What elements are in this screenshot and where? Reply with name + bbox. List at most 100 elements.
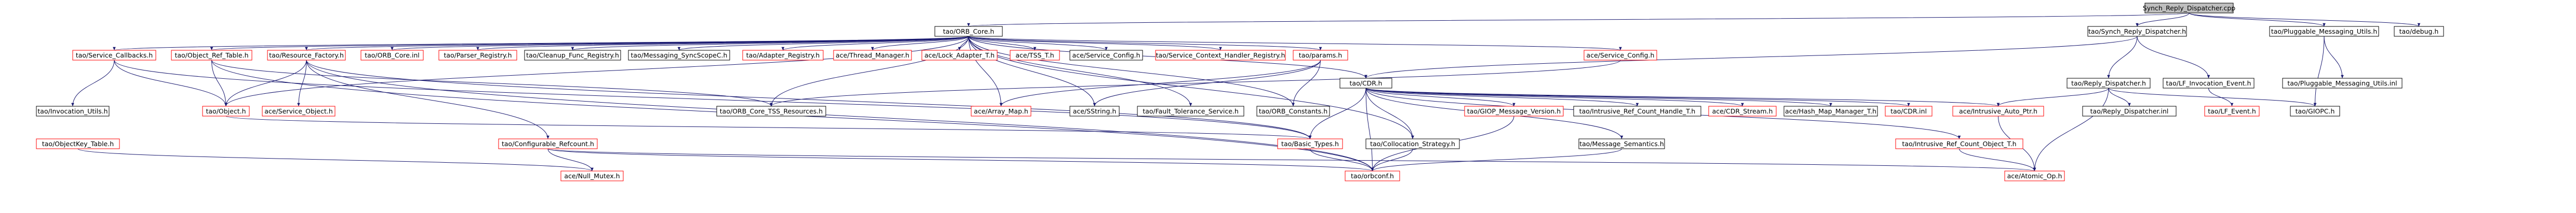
node-object-ref-table-h[interactable]: tao/Object_Ref_Table.h: [171, 50, 252, 61]
node-objectkey-table-h[interactable]: tao/ObjectKey_Table.h: [36, 138, 120, 149]
node-giop-message-version-h[interactable]: tao/GIOP_Message_Version.h: [1464, 106, 1564, 117]
node-box: [498, 138, 598, 149]
node-orbconf-h[interactable]: tao/orbconf.h: [1345, 171, 1400, 181]
node-box: [1952, 106, 2044, 117]
edge-orb-core-h-to-sstring-h: [968, 36, 1096, 107]
node-box: [524, 50, 621, 61]
node-messaging-syncscope-h[interactable]: tao/Messaging_SyncScopeC.h: [628, 50, 730, 61]
node-label: tao/ORB_Core_TSS_Resources.h: [720, 107, 823, 115]
node-intrusive-ref-count-object-t-h[interactable]: tao/Intrusive_Ref_Count_Object_T.h: [1895, 138, 2023, 149]
edge-intrusive-ref-count-object-t-h-to-atomic-op-h: [1959, 148, 2036, 172]
node-array-map-h[interactable]: ace/Array_Map.h: [971, 106, 1031, 117]
node-box: [267, 50, 346, 61]
node-service-context-handler-registry-h[interactable]: tao/Service_Context_Handler_Registry.h: [1155, 50, 1286, 61]
node-params-h[interactable]: tao/params.h: [1293, 50, 1348, 61]
node-intrusive-ref-count-handle-t-h[interactable]: tao/Intrusive_Ref_Count_Handle_T.h: [1573, 106, 1701, 117]
node-reply-dispatcher-i[interactable]: tao/Reply_Dispatcher.inl: [2082, 106, 2177, 117]
node-service-config-h-ace1[interactable]: ace/Service_Config.h: [1069, 50, 1143, 61]
edge-objectkey-table-h-to-null-mutex-h: [77, 148, 594, 172]
edge-collocation-strategy-h-to-orbconf-h: [1371, 148, 1413, 172]
node-label: tao/Pluggable_Messaging_Utils.h: [2271, 27, 2377, 35]
node-atomic-op-h[interactable]: ace/Atomic_Op.h: [2004, 171, 2065, 181]
edge-cdr-h-to-intrusive-ref-count-handle-t-h: [1365, 88, 1639, 107]
node-box: [971, 106, 1031, 117]
node-box: [934, 26, 1003, 37]
node-debug-h[interactable]: tao/debug.h: [2394, 26, 2444, 37]
node-null-mutex-h[interactable]: ace/Null_Mutex.h: [560, 171, 624, 181]
node-label: tao/Resource_Factory.h: [269, 51, 344, 59]
node-thread-manager-h[interactable]: ace/Thread_Manager.h: [833, 50, 912, 61]
node-giopc-h[interactable]: tao/GIOPC.h: [2290, 106, 2340, 117]
edge-configurable-refcount-h-to-null-mutex-h: [547, 148, 594, 172]
edge-orb-core-h-to-parser-registry-h: [476, 36, 969, 51]
node-box: [1885, 106, 1933, 117]
node-sstring-h[interactable]: ace/SString.h: [1069, 106, 1120, 117]
node-object-h[interactable]: tao/Object.h: [202, 106, 250, 117]
node-pluggable-messaging-utils-h[interactable]: tao/Pluggable_Messaging_Utils.h: [2269, 26, 2379, 37]
node-orb-core-tss-resources-h[interactable]: tao/ORB_Core_TSS_Resources.h: [716, 106, 826, 117]
node-resource-factory-h[interactable]: tao/Resource_Factory.h: [267, 50, 346, 61]
node-service-callbacks-h[interactable]: tao/Service_Callbacks.h: [72, 50, 156, 61]
node-lf-event-h[interactable]: tao/LF_Event.h: [2204, 106, 2260, 117]
node-intrusive-auto-ptr-h[interactable]: ace/Intrusive_Auto_Ptr.h: [1952, 106, 2044, 117]
node-box: [2163, 78, 2255, 89]
node-box: [36, 106, 110, 117]
node-box: [72, 50, 156, 61]
node-parser-registry-h[interactable]: tao/Parser_Registry.h: [438, 50, 517, 61]
edge-message-semantics-h-to-orbconf-h: [1371, 148, 1622, 172]
node-box: [2067, 78, 2151, 89]
node-box: [921, 50, 998, 61]
node-box: [1708, 106, 1777, 117]
node-orb-constants-h[interactable]: tao/ORB_Constants.h: [1256, 106, 1330, 117]
node-cdr-stream-h[interactable]: ace/CDR_Stream.h: [1708, 106, 1777, 117]
node-label: tao/ORB_Core.h: [943, 27, 995, 35]
node-synch-reply-dispatcher-h[interactable]: tao/Synch_Reply_Dispatcher.h: [2087, 26, 2187, 37]
node-tss-t-h[interactable]: ace/TSS_T.h: [1010, 50, 1060, 61]
node-cleanup-func-registry-h[interactable]: tao/Cleanup_Func_Registry.h: [524, 50, 621, 61]
node-label: ace/Array_Map.h: [974, 107, 1028, 115]
node-collocation-strategy-h[interactable]: tao/Collocation_Strategy.h: [1365, 138, 1460, 149]
node-label: ace/Intrusive_Auto_Ptr.h: [1959, 107, 2037, 115]
node-configurable-refcount-h[interactable]: tao/Configurable_Refcount.h: [498, 138, 598, 149]
node-reply-dispatcher-h[interactable]: tao/Reply_Dispatcher.h: [2067, 78, 2151, 89]
edge-orb-core-h-to-service-config-h-ace2: [968, 36, 1622, 51]
edge-params-h-to-array-map-h: [999, 60, 1321, 107]
node-service-config-h-ace2[interactable]: ace/Service_Config.h: [1584, 50, 1657, 61]
node-cdr-h[interactable]: tao/CDR.h: [1339, 78, 1392, 89]
edge-orb-core-h-to-thread-manager-h: [871, 36, 969, 51]
node-invocation-utils-h[interactable]: tao/Invocation_Utils.h: [36, 106, 110, 117]
node-label: ace/Service_Config.h: [1587, 51, 1655, 59]
node-adapter-registry-h[interactable]: tao/Adapter_Registry.h: [742, 50, 824, 61]
edge-root-to-debug-h: [2189, 12, 2421, 27]
node-label: tao/Parser_Registry.h: [444, 51, 512, 59]
node-service-object-h[interactable]: ace/Service_Object.h: [262, 106, 336, 117]
node-label: ace/Lock_Adapter_T.h: [924, 51, 995, 59]
node-lock-adapter-t-h[interactable]: ace/Lock_Adapter_T.h: [921, 50, 998, 61]
node-label: tao/Pluggable_Messaging_Utils.inl: [2287, 79, 2397, 87]
node-orb-core-i[interactable]: tao/ORB_Core.inl: [360, 50, 424, 61]
edge-orb-core-h-to-orb-constants-h: [968, 36, 1295, 107]
node-label: tao/Message_Semantics.h: [1579, 140, 1664, 148]
node-pluggable-messaging-utils-i[interactable]: tao/Pluggable_Messaging_Utils.inl: [2282, 78, 2403, 89]
node-box: [360, 50, 424, 61]
node-message-semantics-h[interactable]: tao/Message_Semantics.h: [1578, 138, 1665, 149]
node-fault-tolerance-service-h[interactable]: tao/Fault_Tolerance_Service.h: [1137, 106, 1244, 117]
node-label: tao/Fault_Tolerance_Service.h: [1143, 107, 1239, 115]
node-lf-invocation-event-h[interactable]: tao/LF_Invocation_Event.h: [2163, 78, 2255, 89]
node-hash-map-manager-t-h[interactable]: ace/Hash_Map_Manager_T.h: [1783, 106, 1878, 117]
node-label: tao/Invocation_Utils.h: [37, 107, 108, 115]
node-cdr-i[interactable]: tao/CDR.inl: [1885, 106, 1933, 117]
edge-orb-core-h-to-array-map-h: [968, 36, 1003, 107]
node-box: [1256, 106, 1330, 117]
edge-params-h-to-sstring-h: [1093, 60, 1321, 107]
edge-cdr-h-to-giop-message-version-h: [1365, 88, 1515, 107]
node-basic-types-h[interactable]: tao/Basic_Types.h: [1277, 138, 1343, 149]
edge-root-to-pluggable-messaging-utils-h: [2189, 12, 2326, 27]
node-root[interactable]: Synch_Reply_Dispatcher.cpp: [2143, 3, 2236, 13]
node-box: [833, 50, 912, 61]
edge-pluggable-messaging-utils-h-to-giopc-h: [2313, 36, 2325, 107]
node-box: [1573, 106, 1701, 117]
node-orb-core-h[interactable]: tao/ORB_Core.h: [934, 26, 1003, 37]
edge-orb-core-h-to-params-h: [968, 36, 1322, 51]
node-label: tao/orbconf.h: [1351, 172, 1394, 180]
